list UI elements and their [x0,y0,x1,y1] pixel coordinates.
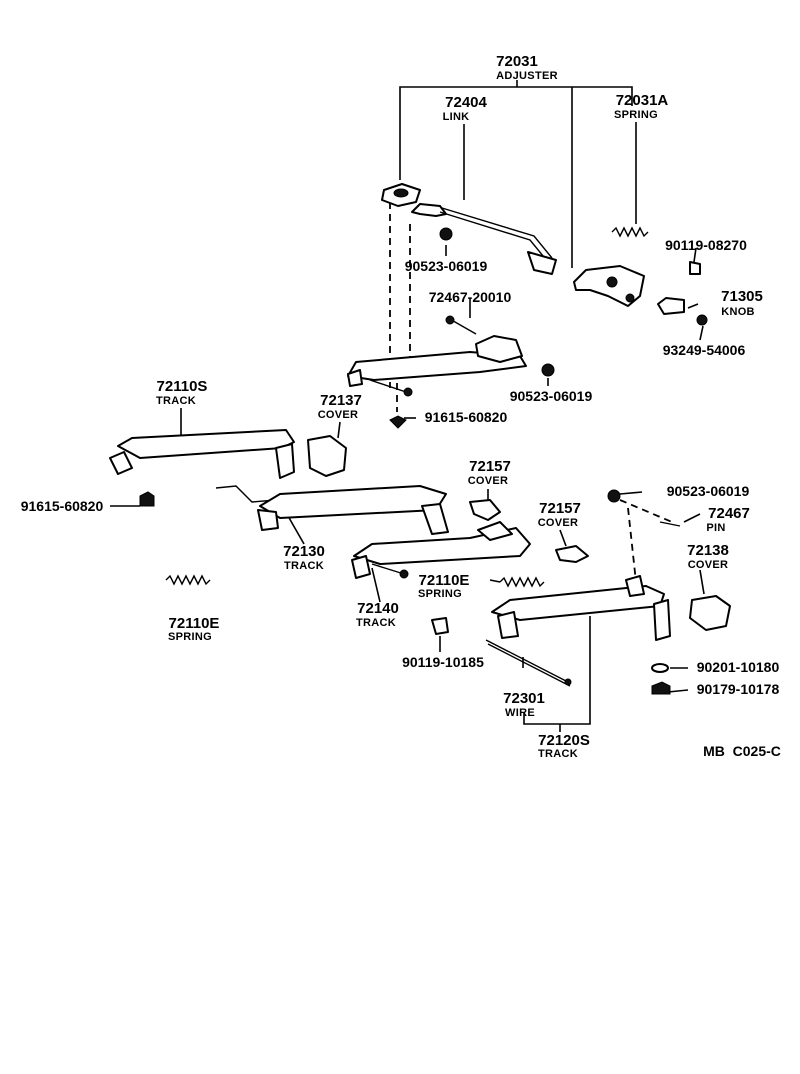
part-number-71305: 71305 [721,288,763,305]
fastener-90201-10180: 90201-10180 [697,659,780,675]
track-72140 [351,521,531,579]
cover-72157-upper [469,499,501,521]
track-72110S [109,429,295,479]
fastener-90119-08270: 90119-08270 [665,237,747,253]
part-name-knob: KNOB [721,306,755,318]
cover-72157-lower [555,545,589,563]
part-name-spring: SPRING [614,109,658,121]
fastener-labels: 90119-08270 90523-06019 72467-20010 9324… [21,237,780,697]
part-name-track-72120S: TRACK [538,748,578,760]
leader-lines [110,80,705,732]
spring-72031A [611,226,649,238]
part-name-wire: WIRE [505,707,535,719]
part-name-cover-lower: COVER [538,517,579,529]
part-number-72031: 72031 [496,53,538,70]
diagram-code: MB C025-C [703,743,781,759]
fastener-93249-54006: 93249-54006 [663,342,746,358]
part-number-72467: 72467 [708,505,750,522]
part-number-72130: 72130 [283,543,325,560]
part-name-pin: PIN [706,522,725,534]
fastener-90179-10178: 90179-10178 [697,681,780,697]
knob [657,297,685,315]
part-name-spring-72110E-a: SPRING [418,588,462,600]
spring-72110E-b [165,574,211,586]
part-labels: 72031 ADJUSTER 72404 LINK 72031A SPRING … [156,53,763,760]
part-number-72404: 72404 [445,94,487,111]
part-name-track: TRACK [156,395,196,407]
upper-track-assembly [347,335,527,397]
part-number-72031A: 72031A [616,92,669,109]
part-number-72140: 72140 [357,600,399,617]
link-rod [411,203,557,275]
part-number-72110E-b: 72110E [169,615,220,632]
part-name-cover: COVER [318,409,359,421]
part-name-cover-upper: COVER [468,475,509,487]
adjuster-lever [381,183,421,207]
fastener-90523-06019-b: 90523-06019 [510,388,593,404]
fastener-91615-60820-b: 91615-60820 [21,498,104,514]
part-name-adjuster: ADJUSTER [496,70,558,82]
small-fasteners [139,227,708,695]
fastener-90119-10185: 90119-10185 [402,654,484,670]
spring-72110E-a [499,576,545,588]
part-name-track-72130: TRACK [284,560,324,572]
part-number-72110E-a: 72110E [419,572,470,589]
fastener-91615-60820-a: 91615-60820 [425,409,508,425]
part-name-cover-72138: COVER [688,559,729,571]
part-name-link: LINK [443,111,470,123]
part-number-72120S: 72120S [538,732,590,749]
part-number-72157-lower: 72157 [539,500,581,517]
part-number-72138: 72138 [687,542,729,559]
part-name-spring-72110E-b: SPRING [168,631,212,643]
track-72120S [491,575,671,641]
wire-72301 [485,639,572,687]
track-72130 [215,485,449,535]
part-number-72157-upper: 72157 [469,458,511,475]
adjuster-mechanism [573,265,645,307]
cover-72137 [307,435,347,477]
fastener-72467-20010: 72467-20010 [429,289,512,305]
fastener-90523-06019-a: 90523-06019 [405,258,488,274]
part-number-72137: 72137 [320,392,362,409]
part-number-72301: 72301 [503,690,545,707]
alignment-lines [389,202,673,583]
part-name-track-72140: TRACK [356,617,396,629]
fastener-90523-06019-c: 90523-06019 [667,483,750,499]
cover-72138 [689,595,731,631]
part-number-72110S: 72110S [157,378,208,395]
